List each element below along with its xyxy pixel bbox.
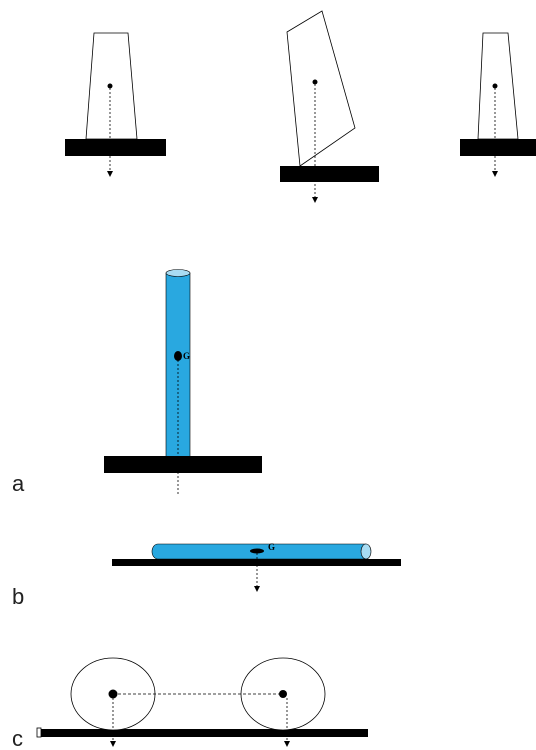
label-a: a xyxy=(12,471,25,496)
center-of-gravity-dot xyxy=(108,689,118,699)
panel-b: G b xyxy=(12,542,401,609)
cylinder-top xyxy=(165,269,191,277)
base-plate xyxy=(104,456,262,473)
center-of-gravity-dot xyxy=(492,83,498,89)
center-of-gravity-dot xyxy=(312,79,318,85)
plate-end-marker xyxy=(36,727,42,738)
base-plate xyxy=(38,729,368,737)
base-plate xyxy=(280,166,379,182)
panel-a: G a xyxy=(12,269,262,496)
base-plate xyxy=(112,559,401,566)
center-of-gravity-label: G xyxy=(268,542,275,552)
center-of-gravity-label: G xyxy=(183,351,190,361)
trapezoid-block xyxy=(286,10,356,167)
center-of-gravity-dot xyxy=(250,548,264,554)
block-tilted xyxy=(280,10,379,203)
trapezoid-block xyxy=(477,32,519,140)
center-of-gravity-dot xyxy=(174,351,182,361)
base-plate xyxy=(65,139,166,156)
panel-c: c xyxy=(12,657,368,750)
block-upright-right xyxy=(460,32,536,177)
block-upright-stable xyxy=(65,32,166,177)
base-plate xyxy=(460,139,536,156)
cylinder-end xyxy=(360,543,372,560)
label-c: c xyxy=(12,726,23,750)
center-of-gravity-dot xyxy=(107,83,113,89)
center-of-gravity-dot xyxy=(279,690,287,698)
label-b: b xyxy=(12,584,24,609)
